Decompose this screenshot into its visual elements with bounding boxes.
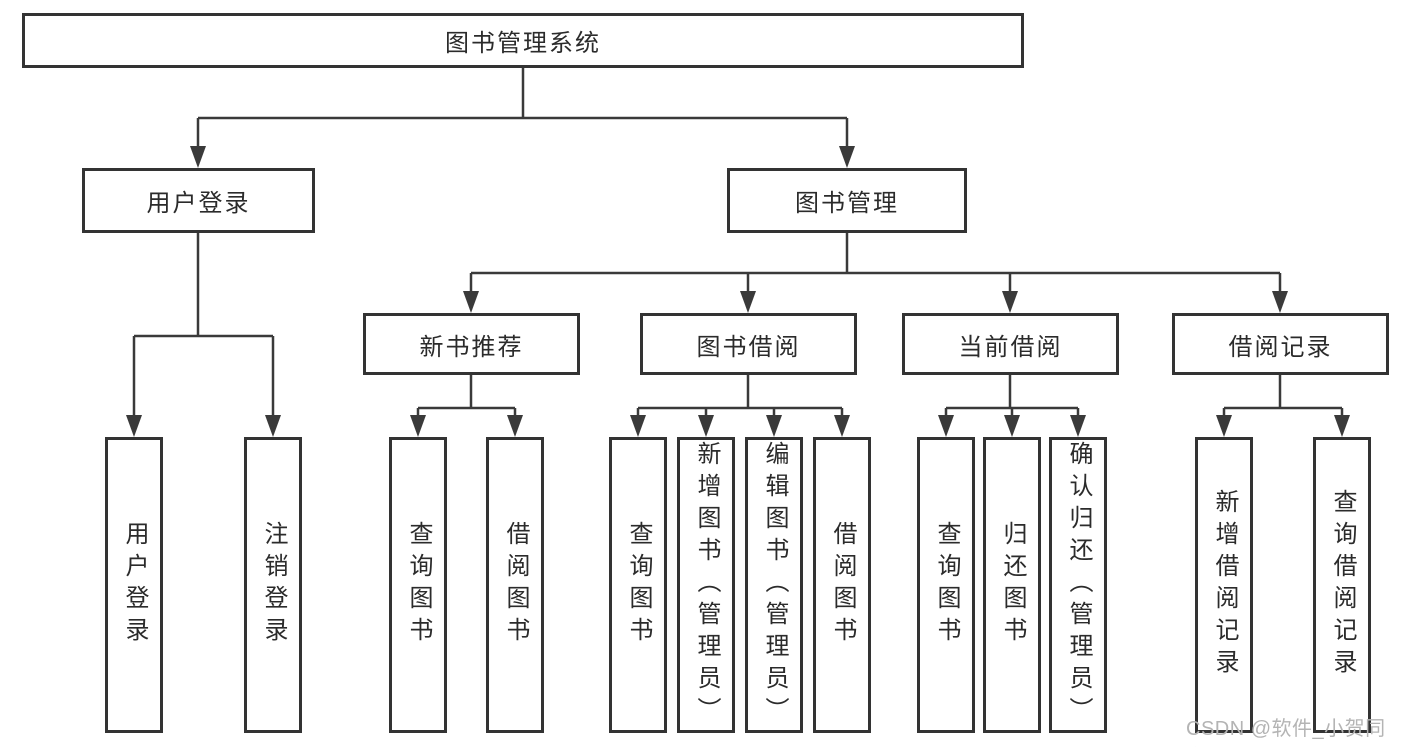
arrowhead: [190, 146, 206, 168]
connector-line: [469, 233, 1282, 293]
connector-newbooks-to-leaves: [410, 375, 523, 437]
node-label: 确认归还（管理员）: [1065, 441, 1092, 729]
connector-root-to-level2: [190, 68, 855, 168]
leaf-records-add-record: 新增借阅记录: [1195, 437, 1253, 733]
arrowhead: [839, 146, 855, 168]
node-label: 图书借阅: [696, 333, 801, 361]
arrowhead: [507, 415, 523, 437]
leaf-borrow-query-book: 查询图书: [609, 437, 667, 733]
connector-line: [196, 68, 849, 150]
arrowhead: [265, 415, 281, 437]
node-label: 注销登录: [260, 521, 287, 649]
arrowhead: [834, 415, 850, 437]
connector-userlogin-to-leaves: [126, 233, 281, 437]
leaf-records-query-record: 查询借阅记录: [1313, 437, 1371, 733]
arrowhead: [938, 415, 954, 437]
node-label: 当前借阅: [958, 333, 1063, 361]
connector-line: [944, 375, 1080, 419]
connector-bookborrow-to-leaves: [630, 375, 850, 437]
leaf-borrow-add-book-admin: 新增图书（管理员）: [677, 437, 735, 733]
node-borrow-records: 借阅记录: [1172, 313, 1389, 375]
node-label: 用户登录: [146, 190, 251, 217]
node-label: 借阅图书: [829, 521, 856, 649]
connector-currentborrow-to-leaves: [938, 375, 1086, 437]
arrowhead: [766, 415, 782, 437]
arrowhead: [740, 291, 756, 313]
arrowhead: [1002, 291, 1018, 313]
arrowhead: [1216, 415, 1232, 437]
leaf-user-login: 用户登录: [105, 437, 163, 733]
node-label: 查询图书: [625, 521, 652, 649]
node-label: 借阅记录: [1228, 333, 1333, 361]
leaf-current-confirm-return-admin: 确认归还（管理员）: [1049, 437, 1107, 733]
arrowhead: [463, 291, 479, 313]
node-label: 新增图书（管理员）: [693, 441, 720, 729]
watermark: CSDN @软件_小贺同学: [1186, 718, 1386, 740]
connector-records-to-leaves: [1216, 375, 1350, 437]
leaf-newbooks-query-book: 查询图书: [389, 437, 447, 733]
leaf-newbooks-borrow-book: 借阅图书: [486, 437, 544, 733]
node-new-book-recommend: 新书推荐: [363, 313, 580, 375]
leaf-borrow-edit-book-admin: 编辑图书（管理员）: [745, 437, 803, 733]
node-label: 借阅图书: [502, 521, 529, 649]
arrowhead: [630, 415, 646, 437]
connector-line: [636, 375, 844, 419]
leaf-current-query-book: 查询图书: [917, 437, 975, 733]
node-user-login: 用户登录: [82, 168, 315, 233]
node-label: 图书管理系统: [445, 30, 601, 57]
arrowhead: [698, 415, 714, 437]
leaf-borrow-borrow-book: 借阅图书: [813, 437, 871, 733]
connector-line: [132, 233, 275, 419]
node-current-borrow: 当前借阅: [902, 313, 1119, 375]
connector-line: [416, 375, 517, 419]
leaf-logout: 注销登录: [244, 437, 302, 733]
arrowhead: [1334, 415, 1350, 437]
node-book-management: 图书管理: [727, 168, 967, 233]
arrowhead: [1004, 415, 1020, 437]
arrowhead: [126, 415, 142, 437]
node-label: 编辑图书（管理员）: [761, 441, 788, 729]
node-label: 查询图书: [405, 521, 432, 649]
node-label: 图书管理: [795, 190, 899, 217]
arrowhead: [410, 415, 426, 437]
node-label: 查询图书: [933, 521, 960, 649]
node-label: 归还图书: [999, 521, 1026, 649]
connector-line: [1222, 375, 1344, 419]
arrowhead: [1070, 415, 1086, 437]
node-label: 新书推荐: [419, 333, 524, 361]
node-label: 用户登录: [121, 521, 148, 649]
connector-bookmgmt-to-level3: [463, 233, 1288, 313]
node-label: 新增借阅记录: [1211, 489, 1238, 681]
leaf-current-return-book: 归还图书: [983, 437, 1041, 733]
node-book-borrow: 图书借阅: [640, 313, 857, 375]
node-root-system: 图书管理系统: [22, 13, 1024, 68]
node-label: 查询借阅记录: [1329, 489, 1356, 681]
arrowhead: [1272, 291, 1288, 313]
